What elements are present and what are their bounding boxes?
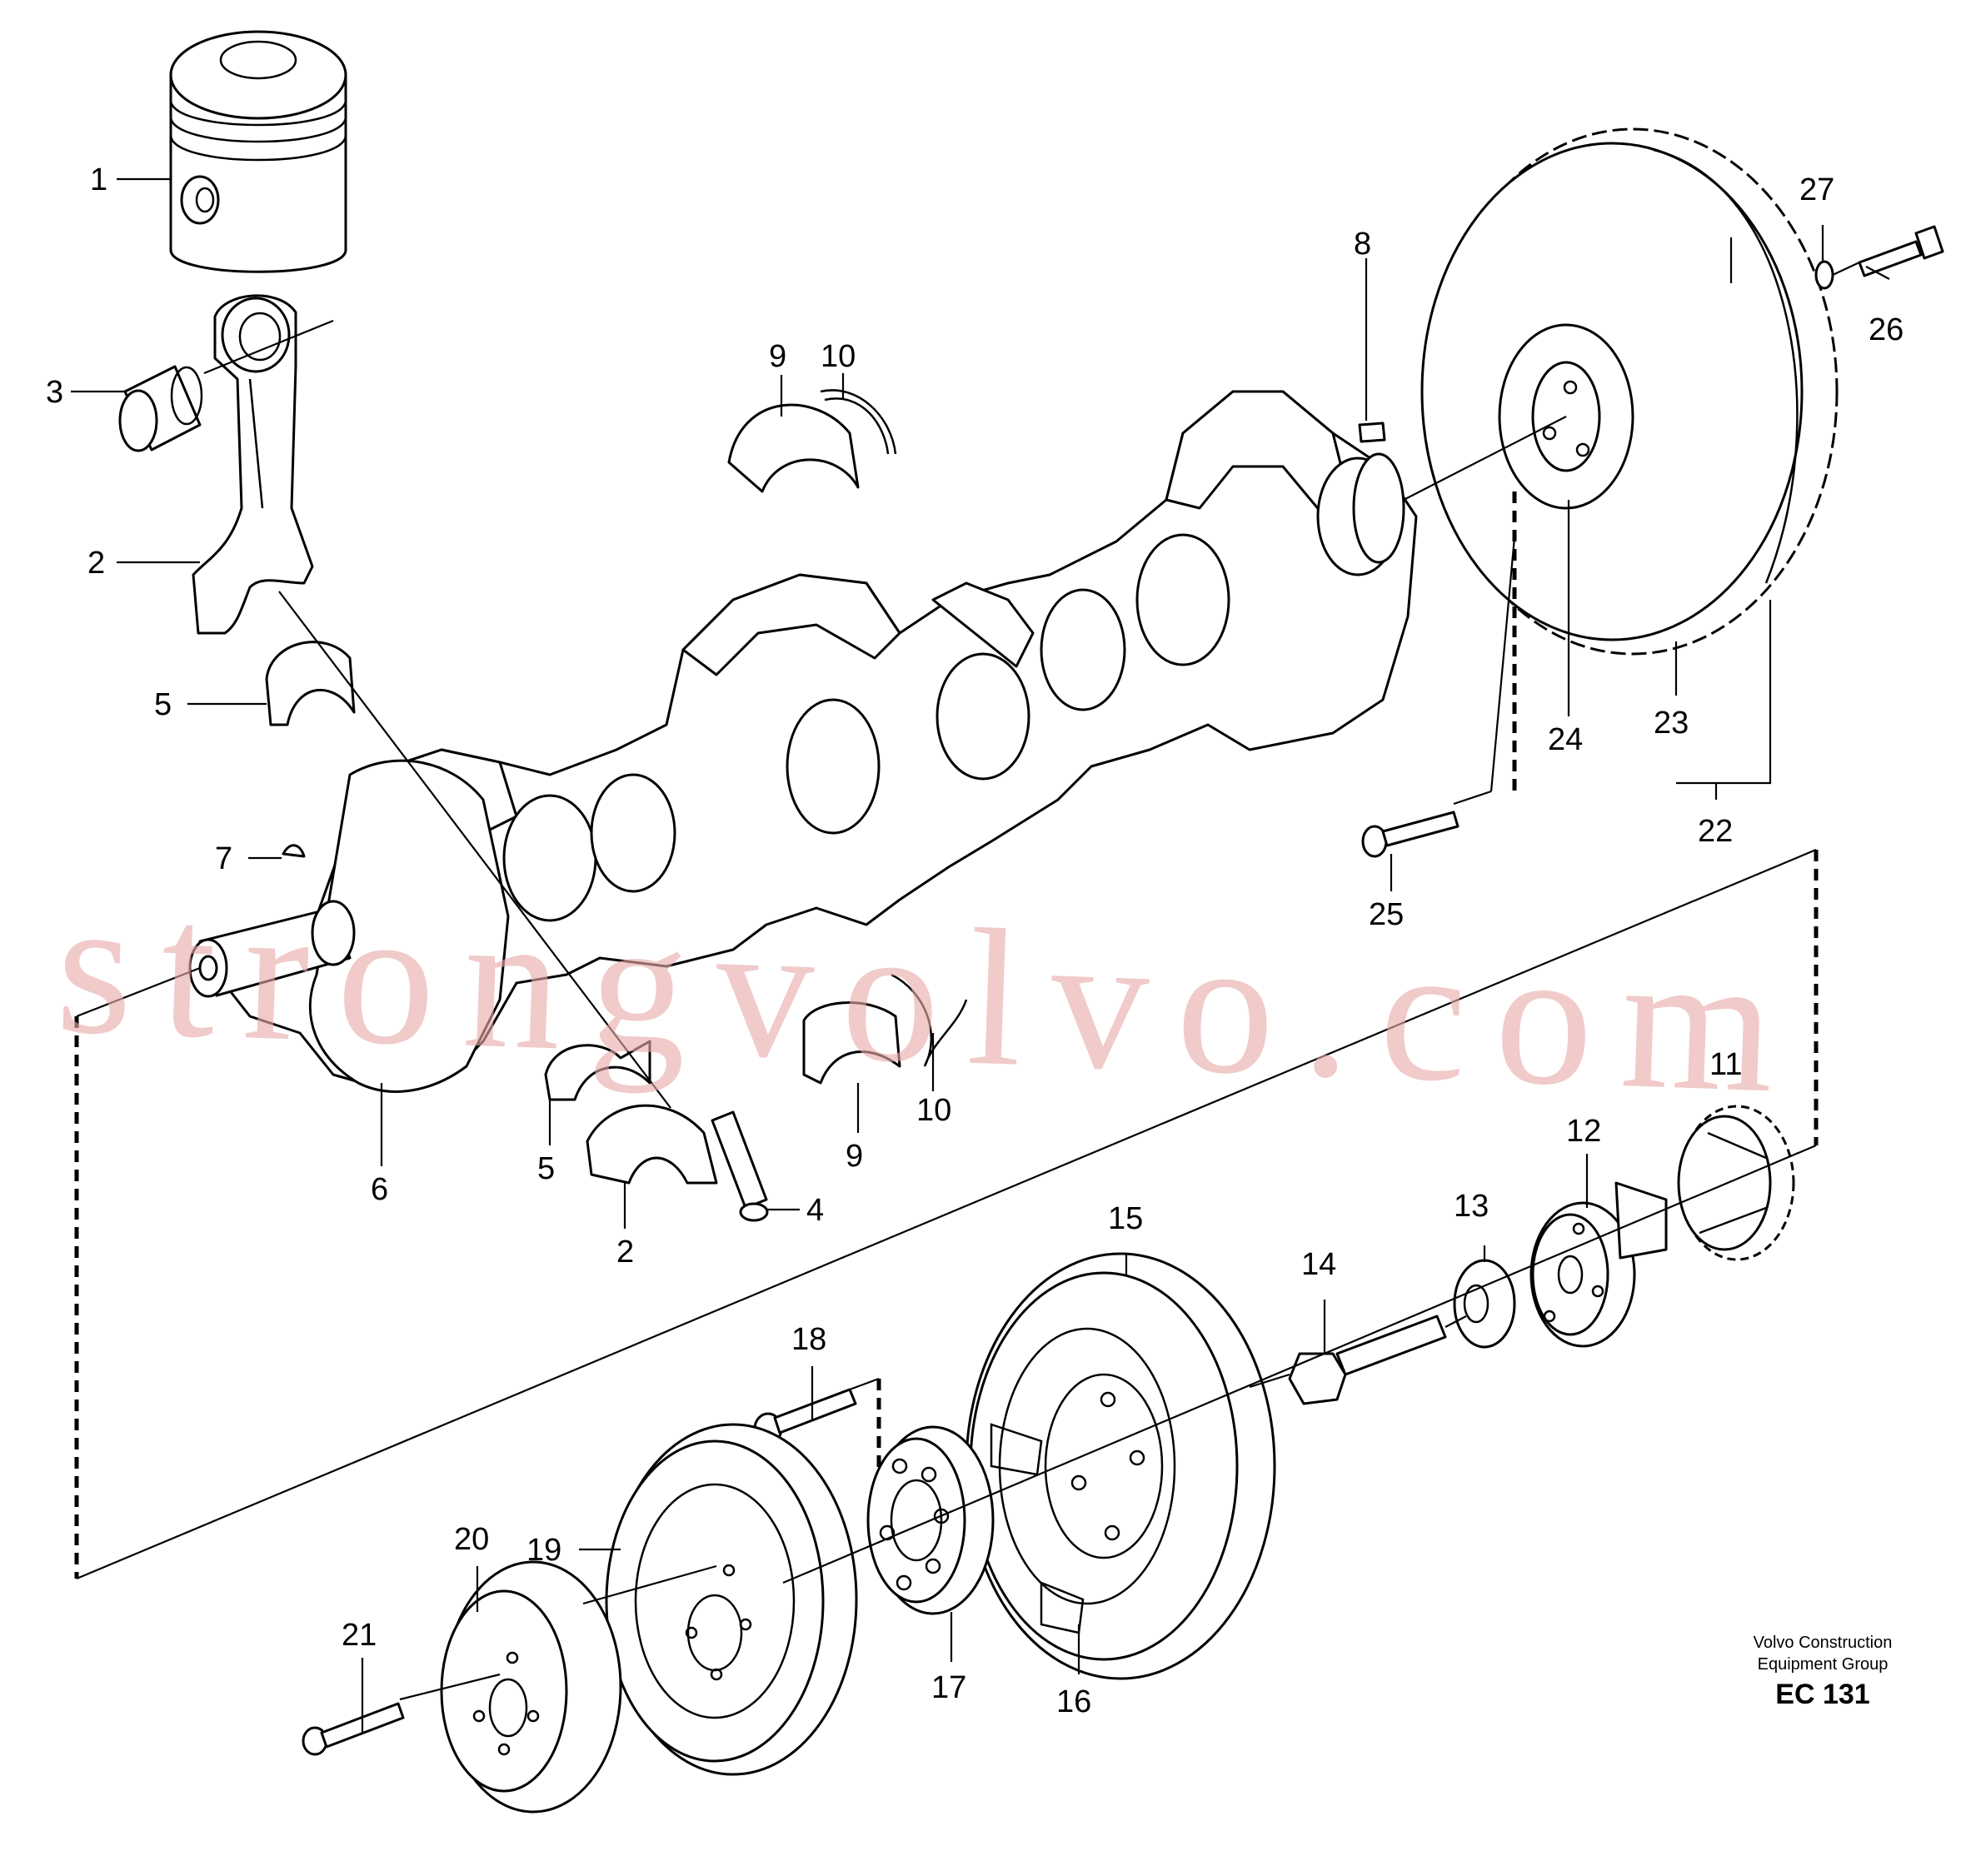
callout-15: 15 (1108, 1201, 1143, 1236)
callout-7: 7 (215, 841, 232, 876)
conrod-bolt (711, 1110, 769, 1222)
main-bearing-shell-lower (802, 973, 968, 1085)
callout-8: 8 (1354, 227, 1371, 262)
callout-5-upper: 5 (154, 687, 172, 722)
callout-10-upper: 10 (821, 339, 856, 374)
vibration-damper-hub (1529, 1181, 1668, 1348)
belt-pulley-large (605, 1423, 858, 1776)
callout-2-cap: 2 (616, 1235, 634, 1270)
vibration-damper (965, 1252, 1276, 1680)
woodruff-key (282, 844, 306, 858)
callout-6: 6 (371, 1172, 388, 1207)
callout-19: 19 (526, 1533, 561, 1568)
callout-17: 17 (931, 1670, 966, 1705)
footer-line-2: Equipment Group (1758, 1655, 1889, 1674)
callout-16: 16 (1056, 1684, 1091, 1719)
callout-18: 18 (791, 1322, 826, 1357)
callout-1: 1 (90, 162, 107, 197)
conrod-bearing-cap (586, 1104, 718, 1185)
belt-pulley-small (440, 1560, 622, 1814)
callout-9-lower: 9 (846, 1139, 863, 1174)
callout-leaders (71, 177, 1890, 1733)
callout-14: 14 (1301, 1247, 1336, 1282)
crankshaft-gear (1677, 1105, 1795, 1261)
piston (169, 30, 347, 273)
callout-4: 4 (806, 1193, 824, 1228)
callout-9-upper: 9 (769, 339, 786, 374)
callout-21: 21 (342, 1618, 377, 1653)
callout-11: 11 (1709, 1047, 1742, 1082)
callout-12: 12 (1566, 1114, 1601, 1149)
callout-13: 13 (1454, 1189, 1489, 1224)
flywheel-bolt (1858, 225, 1944, 277)
callout-3: 3 (46, 375, 63, 410)
connecting-rod (192, 294, 314, 635)
footer-line-1: Volvo Construction (1754, 1634, 1893, 1652)
callout-24: 24 (1548, 722, 1583, 757)
callout-labels: 1 2 2 3 4 5 5 6 7 8 9 9 10 10 11 12 13 1… (46, 162, 1904, 1719)
callout-25: 25 (1369, 897, 1404, 932)
dowel-pin (1358, 422, 1386, 443)
callout-26: 26 (1869, 312, 1904, 347)
piston-pin-bushing (118, 365, 203, 452)
callout-23: 23 (1654, 706, 1689, 741)
crankshaft (188, 390, 1418, 1093)
callout-27: 27 (1799, 172, 1834, 207)
callout-10-lower: 10 (916, 1093, 951, 1128)
conrod-bearing-shell-upper (265, 641, 356, 726)
callout-2-rod: 2 (87, 546, 105, 581)
callout-22: 22 (1698, 814, 1733, 849)
footer-block: Volvo Construction Equipment Group EC 13… (1754, 1634, 1893, 1710)
callout-20: 20 (454, 1522, 489, 1557)
callout-5-lower: 5 (537, 1151, 555, 1186)
assembly-reference-lines (74, 262, 1860, 1701)
flywheel-washer (1814, 260, 1834, 290)
center-bolt (1288, 1315, 1447, 1405)
footer-code: EC 131 (1775, 1679, 1869, 1710)
gear-bolt (1361, 811, 1460, 858)
main-bearing-shell-upper (727, 389, 897, 493)
pulley-mount-bolt (302, 1702, 405, 1756)
watermark-text: strongvolvo.com (53, 856, 1806, 1134)
conrod-bearing-shell-lower (544, 1040, 651, 1101)
center-washer (1453, 1259, 1516, 1349)
